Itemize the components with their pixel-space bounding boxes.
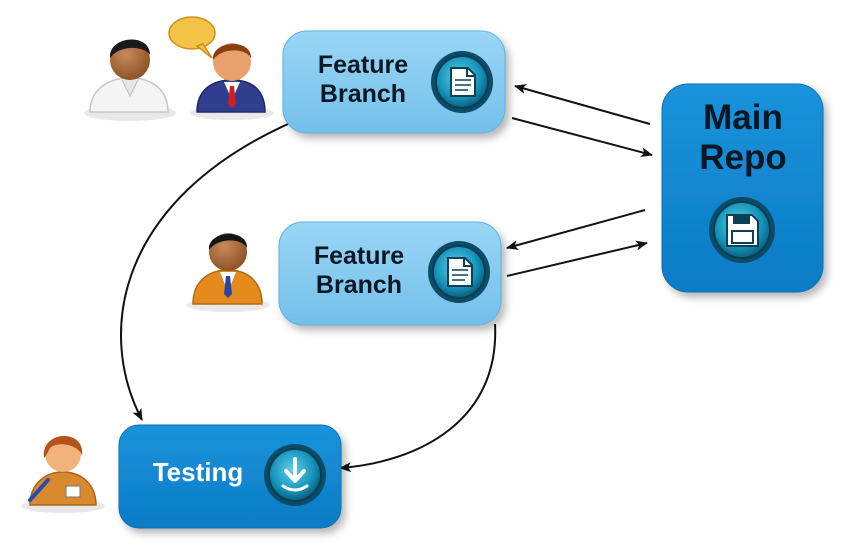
- arrow-feature-2-to-main: [506, 240, 648, 277]
- download-icon: [264, 444, 326, 506]
- main-repo-box: [661, 83, 824, 293]
- arrow-feature-1-to-testing: [120, 123, 289, 421]
- developer-white-shirt-icon: [84, 39, 176, 121]
- document-icon: [431, 51, 493, 113]
- developer-blue-suit-icon: [190, 43, 274, 120]
- arrow-main-to-feature-1: [514, 84, 651, 125]
- tester-woman-icon: [21, 435, 105, 513]
- arrow-feature-2-to-testing: [339, 323, 497, 473]
- floppy-disk-icon: [709, 197, 775, 263]
- main-repo-label: Main Repo: [699, 98, 787, 178]
- feature-branch-box-1: [282, 30, 506, 134]
- feature-branch-box-2: [278, 221, 502, 326]
- developer-orange-suit-icon: [186, 233, 270, 312]
- testing-box: [118, 424, 342, 529]
- testing-label: Testing: [152, 457, 244, 487]
- arrow-main-to-feature-2: [506, 209, 646, 250]
- document-icon: [428, 241, 490, 303]
- speech-bubble-icon: [168, 16, 216, 59]
- feature-branch-1-label: Feature Branch: [317, 51, 409, 108]
- feature-branch-2-label: Feature Branch: [313, 242, 405, 299]
- connections: [120, 84, 653, 473]
- arrow-feature-1-to-main: [511, 117, 653, 158]
